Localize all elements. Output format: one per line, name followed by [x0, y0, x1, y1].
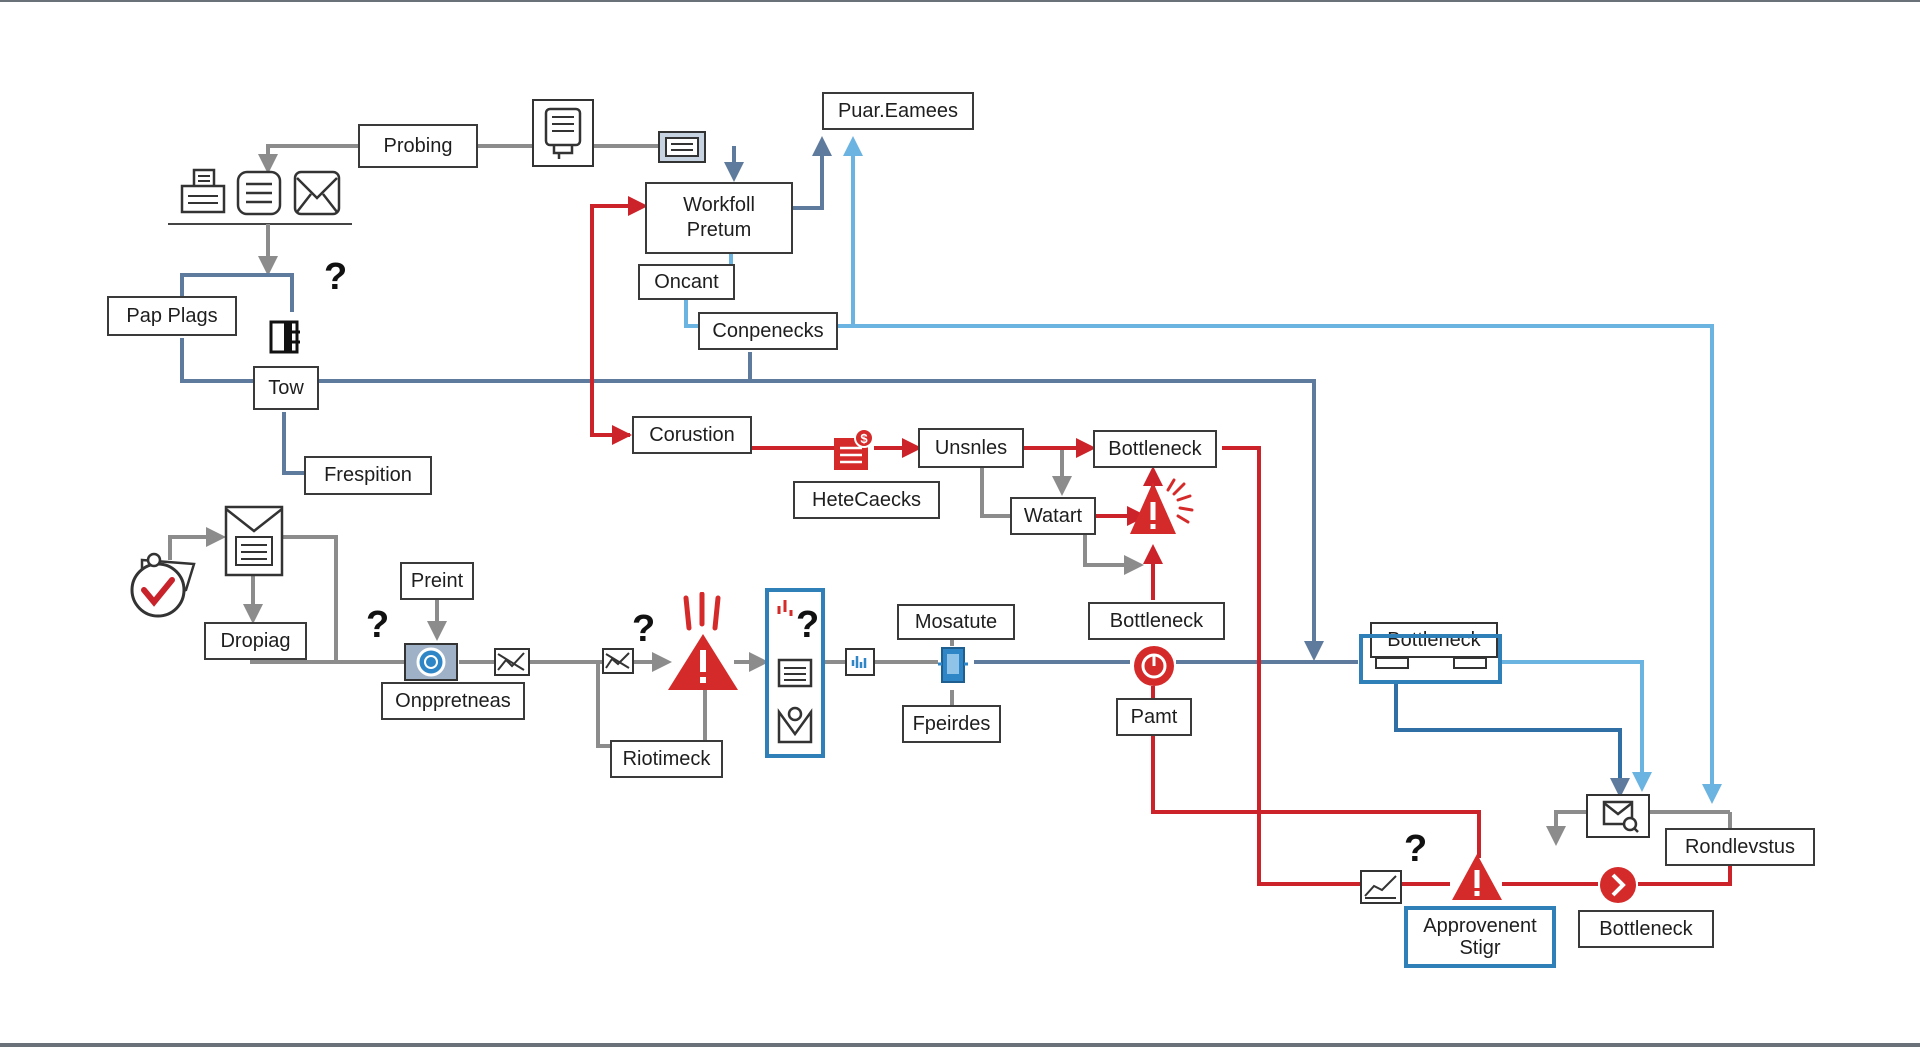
mail-search-icon	[1586, 794, 1650, 838]
ticket-icon: $	[834, 428, 874, 470]
node-pap-plags[interactable]: Pap Plags	[107, 296, 237, 336]
node-pamt[interactable]: Pamt	[1116, 698, 1192, 736]
node-tow[interactable]: Tow	[253, 366, 319, 410]
node-probing[interactable]: Probing	[358, 124, 478, 168]
connector-unsnles-to-watart	[980, 466, 1010, 518]
bottom-border	[0, 1043, 1920, 1047]
fax-icon	[180, 168, 226, 214]
node-mosatute[interactable]: Mosatute	[897, 604, 1015, 640]
connector-pamt-down	[1151, 736, 1481, 858]
connector-pap-loop	[180, 273, 294, 312]
node-riotimeck[interactable]: Riotimeck	[610, 740, 723, 778]
chart-icon	[494, 648, 530, 676]
connector-corustion-to-workfoll	[590, 196, 648, 437]
warning-icon	[668, 592, 738, 690]
envelope-icon	[293, 170, 341, 216]
connector-workfoll-to-puar	[793, 136, 832, 210]
question-mark: ?	[366, 604, 390, 646]
node-bottleneck-right-frame	[1359, 634, 1502, 684]
node-oncant[interactable]: Oncant	[638, 264, 735, 300]
server-icon	[938, 647, 968, 683]
camera-icon	[404, 643, 458, 681]
node-fpeirdes[interactable]: Fpeirdes	[902, 705, 1001, 743]
notebook-icon	[269, 320, 300, 354]
document-list-icon	[236, 170, 282, 216]
bar-chart-icon	[845, 648, 875, 676]
arrow-circle-icon	[1600, 867, 1636, 903]
node-dropiag[interactable]: Dropiag	[204, 622, 307, 660]
line-chart-icon	[1360, 870, 1402, 904]
node-corustion[interactable]: Corustion	[632, 416, 752, 454]
question-mark: ?	[1404, 828, 1428, 870]
svg-text:$: $	[860, 431, 868, 446]
document-icon	[765, 588, 825, 758]
node-workfoll-pretum[interactable]: Workfoll Pretum	[645, 182, 793, 254]
alert-burst-icon	[1130, 478, 1194, 534]
node-watart[interactable]: Watart	[1010, 497, 1096, 535]
node-hetecaecks[interactable]: HeteCaecks	[793, 481, 940, 519]
chart-icon	[602, 648, 634, 674]
connector-conpenecks-to-puar	[838, 136, 863, 328]
clipboard-icon	[532, 99, 594, 167]
node-unsnles[interactable]: Unsnles	[918, 428, 1024, 468]
connector-watart-loop	[1083, 532, 1144, 575]
node-approvenent-stigr[interactable]: Approvenent Stigr	[1404, 906, 1556, 968]
node-bottleneck-mid[interactable]: Bottleneck	[1088, 602, 1225, 640]
question-mark: ?	[632, 608, 656, 650]
bottleneck-drawer-icon	[1375, 657, 1487, 669]
connector-right-long	[853, 324, 1722, 804]
connector-bottleneck-right	[1502, 660, 1652, 792]
question-mark: ?	[796, 604, 820, 646]
connector-check-to-mail	[168, 527, 226, 560]
connector-mail-loop	[280, 535, 338, 662]
node-onppretneas[interactable]: Onppretneas	[381, 682, 525, 720]
connector-tow-line	[319, 379, 1324, 661]
node-puar-eamees[interactable]: Puar.Eamees	[822, 92, 974, 130]
node-preint[interactable]: Preint	[400, 562, 474, 600]
connector-riotimeck-loop	[596, 662, 612, 748]
node-rondlevstus[interactable]: Rondlevstus	[1665, 828, 1815, 866]
node-frespition[interactable]: Frespition	[304, 456, 432, 495]
mail-document-icon	[224, 505, 284, 577]
connector-bottleneck-down	[1394, 684, 1622, 778]
connector-oncant-to-conpenecks	[684, 298, 700, 328]
connector-right-loop	[1546, 810, 1730, 846]
connector-tow-to-frespition	[282, 412, 304, 475]
monitor-icon	[658, 131, 706, 163]
node-conpenecks[interactable]: Conpenecks	[698, 312, 838, 350]
gauge-icon	[1134, 646, 1174, 686]
node-bottleneck-top[interactable]: Bottleneck	[1093, 430, 1217, 468]
warning-icon	[1452, 854, 1502, 900]
connector-bottleneck-long	[1222, 446, 1362, 886]
top-border	[0, 0, 1920, 2]
question-mark: ?	[324, 256, 348, 298]
node-bottleneck-bottom[interactable]: Bottleneck	[1578, 910, 1714, 948]
connector-probing-to-icons	[258, 144, 358, 174]
connector-pap-bottom	[180, 338, 253, 383]
checkmark-seal-icon	[130, 552, 196, 618]
